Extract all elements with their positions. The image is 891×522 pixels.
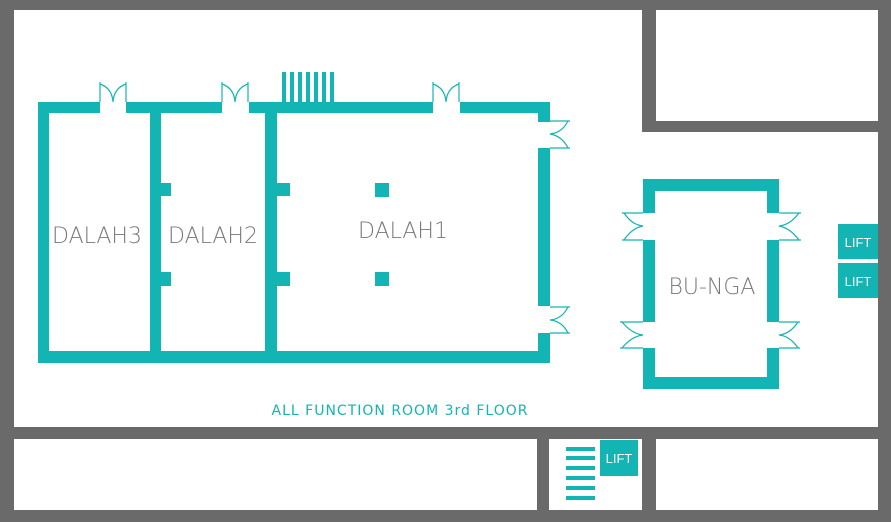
- bunga-walls: [643, 179, 779, 389]
- room-label-dalah3: DALAH3: [52, 224, 142, 249]
- door-icon[interactable]: [778, 321, 800, 349]
- door-icon[interactable]: [221, 82, 249, 103]
- lift-label: LIFT: [606, 451, 633, 466]
- column: [375, 272, 389, 286]
- stairs-icon: [282, 72, 334, 102]
- floor-title: ALL FUNCTION ROOM 3rd FLOOR: [272, 403, 529, 419]
- door-icon[interactable]: [549, 120, 570, 149]
- lift-label: LIFT: [845, 274, 872, 289]
- door-icon[interactable]: [99, 82, 127, 103]
- door-icon[interactable]: [778, 212, 801, 241]
- northeast-block: [656, 10, 878, 121]
- room-label-dalah2: DALAH2: [168, 224, 258, 249]
- dalah-walls: [38, 102, 550, 363]
- lift-label: LIFT: [845, 235, 872, 250]
- room-label-dalah1: DALAH1: [358, 219, 448, 244]
- lift-1[interactable]: LIFT: [838, 224, 878, 259]
- lift-2[interactable]: LIFT: [838, 263, 878, 298]
- door-icon[interactable]: [432, 82, 460, 103]
- room-label-bunga: BU-NGA: [668, 275, 755, 300]
- column: [375, 183, 389, 197]
- south-block-east: [656, 439, 878, 510]
- door-icon[interactable]: [620, 321, 644, 349]
- door-icon[interactable]: [549, 306, 570, 334]
- stairs-icon: [566, 447, 595, 500]
- south-block-west: [14, 439, 537, 510]
- door-icon[interactable]: [622, 212, 644, 241]
- lift-3[interactable]: LIFT: [600, 440, 638, 476]
